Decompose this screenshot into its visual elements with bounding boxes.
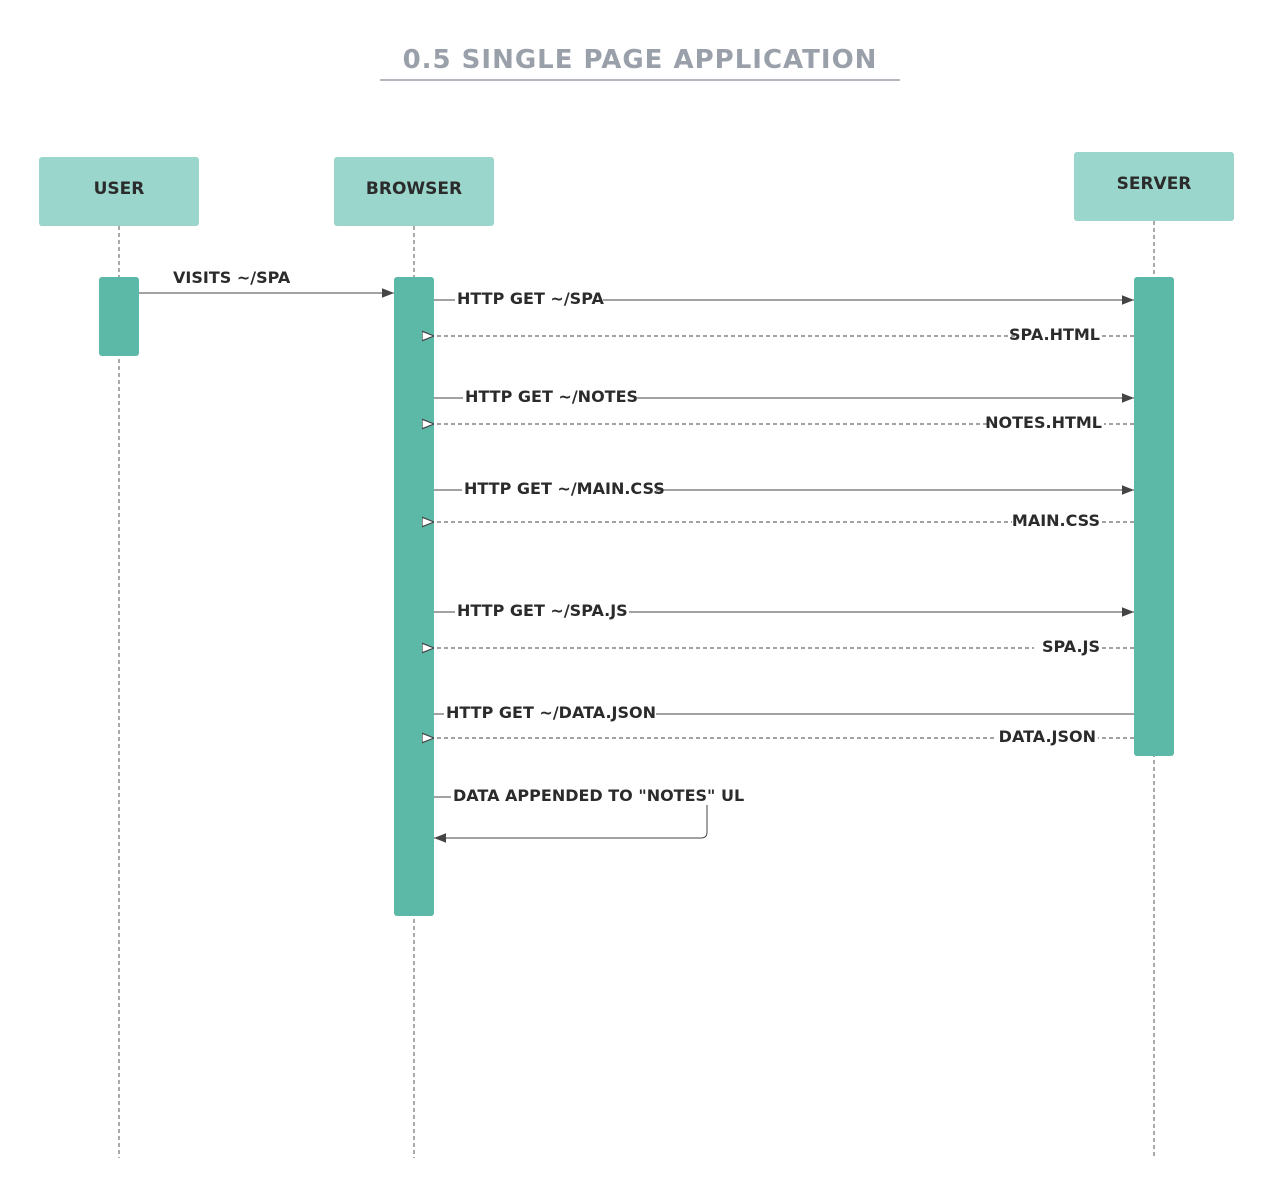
message-get-spa-js: HTTP GET ~/SPA.JS [434, 600, 1134, 620]
message-self-data-appended: DATA APPENDED TO "NOTES" UL [434, 785, 744, 843]
message-label: MAIN.CSS [1012, 511, 1100, 530]
message-return-spa-html: SPA.HTML [434, 324, 1134, 344]
diagram-title: 0.5 SINGLE PAGE APPLICATION [403, 45, 878, 75]
message-return-data-json: DATA.JSON [434, 726, 1134, 746]
message-return-notes-html: NOTES.HTML [434, 412, 1134, 432]
activation-server [1134, 277, 1174, 756]
message-return-spa-js: SPA.JS [434, 636, 1134, 656]
message-label: HTTP GET ~/NOTES [465, 387, 638, 406]
message-label: HTTP GET ~/DATA.JSON [446, 703, 656, 722]
message-label: SPA.JS [1042, 637, 1100, 656]
message-return-main-css: MAIN.CSS [434, 510, 1134, 530]
message-label: HTTP GET ~/SPA.JS [457, 601, 628, 620]
message-label: DATA APPENDED TO "NOTES" UL [453, 786, 744, 805]
message-label: DATA.JSON [999, 727, 1096, 746]
actor-browser-label: BROWSER [366, 179, 462, 199]
message-label: NOTES.HTML [985, 413, 1102, 432]
actor-user-label: USER [94, 179, 145, 199]
message-label: HTTP GET ~/SPA [457, 289, 604, 308]
message-label: SPA.HTML [1009, 325, 1100, 344]
actor-server[interactable]: SERVER [1074, 152, 1234, 221]
message-get-notes: HTTP GET ~/NOTES [434, 386, 1134, 406]
message-get-spa: HTTP GET ~/SPA [434, 288, 1134, 308]
actor-user[interactable]: USER [39, 157, 199, 226]
message-get-main-css: HTTP GET ~/MAIN.CSS [434, 478, 1134, 498]
message-get-data-json: HTTP GET ~/DATA.JSON [434, 702, 1134, 722]
message-visits-spa: VISITS ~/SPA [139, 268, 394, 298]
activation-user [99, 277, 139, 356]
message-label: HTTP GET ~/MAIN.CSS [464, 479, 665, 498]
actor-browser[interactable]: BROWSER [334, 157, 494, 226]
actor-server-label: SERVER [1117, 174, 1192, 194]
activation-browser [394, 277, 434, 916]
message-label: VISITS ~/SPA [173, 268, 291, 287]
